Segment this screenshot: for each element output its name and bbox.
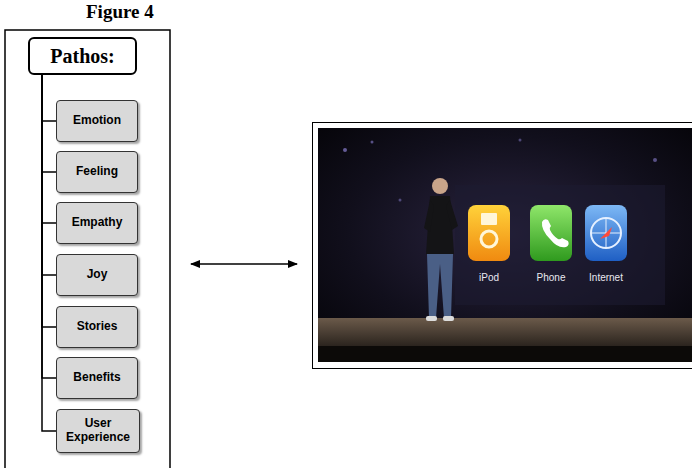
tree-connector <box>42 75 56 223</box>
tree-connector <box>42 75 56 378</box>
tree-connector <box>42 75 56 121</box>
double-arrow <box>191 263 297 265</box>
attribute-box: Empathy <box>56 202 138 244</box>
attribute-box: Benefits <box>56 357 138 399</box>
icon-label: Internet <box>589 272 623 283</box>
attribute-box: Emotion <box>56 100 138 142</box>
node-text: Joy <box>87 268 108 282</box>
photo-frame <box>313 123 692 369</box>
keynote-photo <box>318 128 692 362</box>
icon-label: Phone <box>537 272 566 283</box>
figure-title: Figure 4 <box>86 1 154 23</box>
node-text: Stories <box>77 320 118 334</box>
node-text: Pathos: <box>50 45 114 68</box>
node-text: Feeling <box>76 165 118 179</box>
tree-connector <box>42 75 56 275</box>
tree-connector <box>42 75 56 431</box>
icon-label: iPod <box>479 272 499 283</box>
attribute-box: Feeling <box>56 151 138 193</box>
tree-connector <box>42 75 56 327</box>
root-box: Pathos: <box>28 37 137 75</box>
tree-connector <box>42 75 56 172</box>
attribute-box: Joy <box>56 254 138 296</box>
attribute-box: User Experience <box>56 409 140 453</box>
attribute-box: Stories <box>56 306 138 348</box>
node-text: Emotion <box>73 114 121 128</box>
node-text: User Experience <box>61 417 135 445</box>
panel-outline <box>5 30 170 468</box>
node-text: Empathy <box>72 216 123 230</box>
node-text: Benefits <box>73 371 120 385</box>
